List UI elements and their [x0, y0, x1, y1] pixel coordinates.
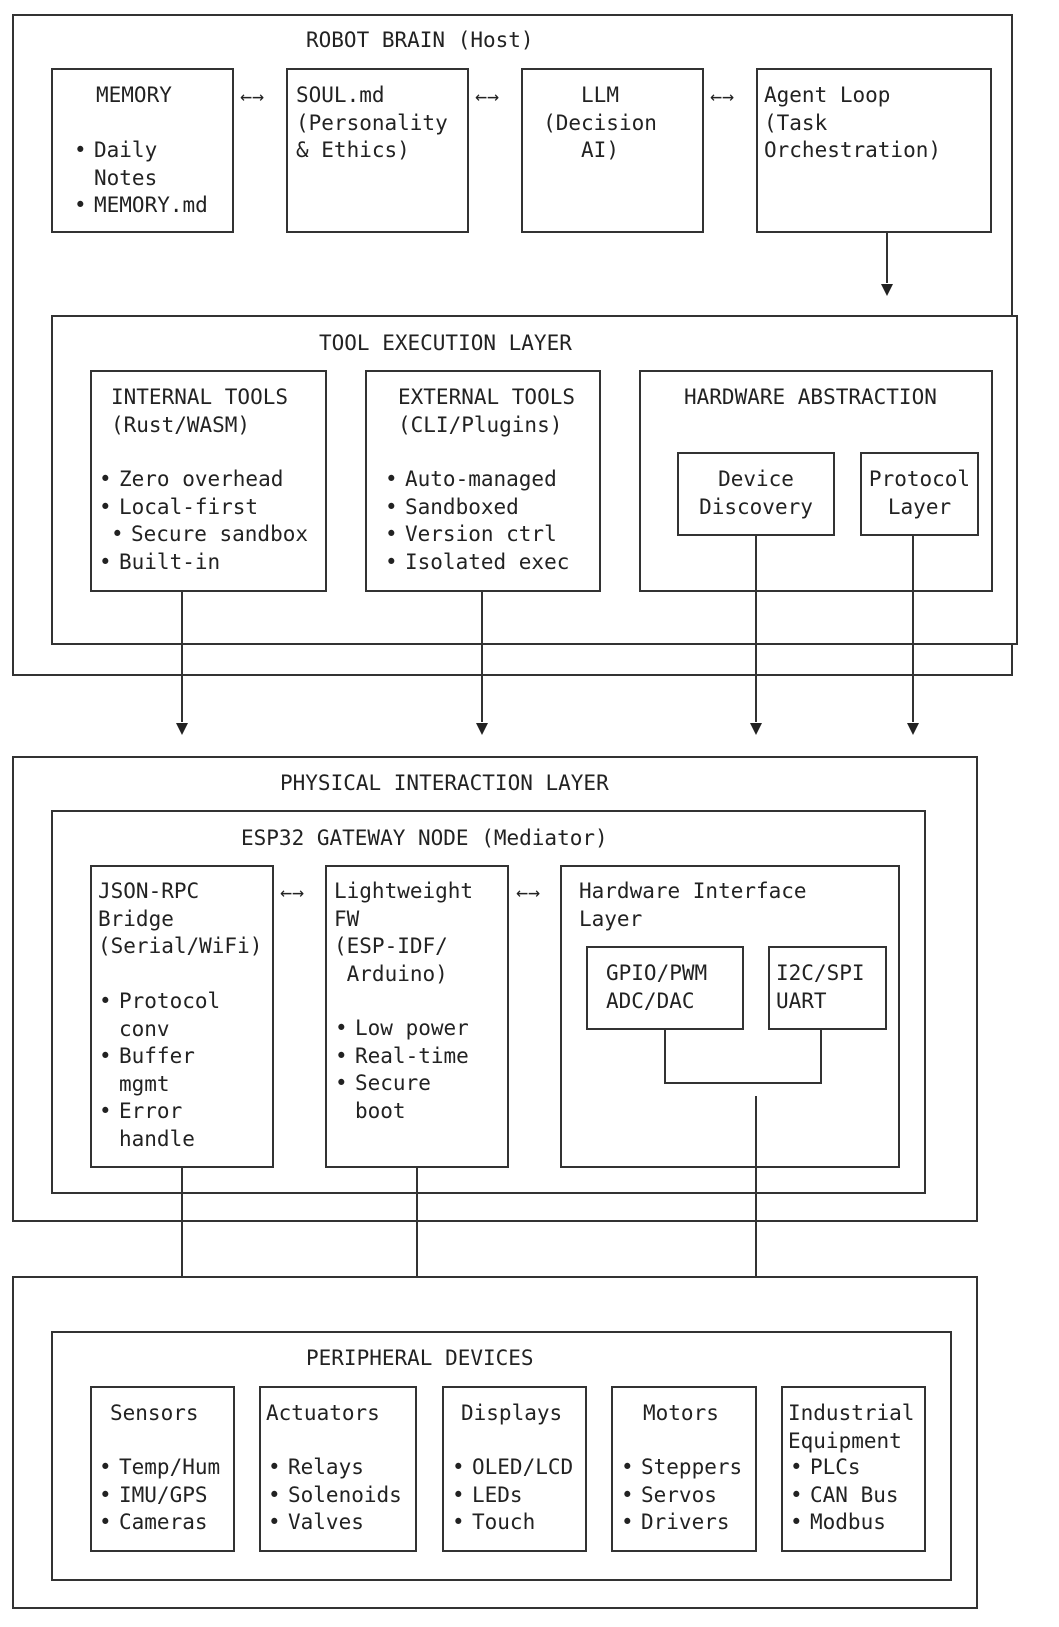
esp32-gateway-title: ESP32 GATEWAY NODE (Mediator) [241, 826, 608, 850]
firmware-item: Secure boot [331, 1070, 469, 1125]
connector-line [886, 233, 888, 283]
display-item: OLED/LCD [448, 1454, 573, 1482]
firmware-item: Low power [331, 1015, 469, 1043]
bidirectional-arrow-icon: ←→ [516, 880, 541, 904]
gpio-pwm-box [586, 946, 744, 1030]
memory-item: Daily Notes [70, 137, 208, 192]
memory-title: MEMORY [96, 83, 172, 107]
gpio-pwm-label: GPIO/PWM ADC/DAC [606, 961, 708, 1013]
physical-interaction-title: PHYSICAL INTERACTION LAYER [280, 771, 609, 795]
json-rpc-item: Error handle [95, 1098, 220, 1153]
agent-loop-title: Agent Loop (Task Orchestration) [764, 83, 942, 162]
sensor-item: Cameras [95, 1509, 220, 1537]
internal-tool-item: Local-first [95, 494, 296, 522]
external-tools-list: Auto-managed Sandboxed Version ctrl Isol… [381, 466, 569, 576]
tool-execution-title: TOOL EXECUTION LAYER [319, 331, 572, 355]
connector-line [664, 1082, 822, 1084]
peripheral-devices-title: PERIPHERAL DEVICES [306, 1346, 534, 1370]
json-rpc-bridge-title: JSON-RPC Bridge (Serial/WiFi) [98, 879, 263, 958]
i2c-spi-box [768, 946, 887, 1030]
displays-title: Displays [461, 1401, 563, 1425]
protocol-layer-box [860, 452, 979, 536]
protocol-layer-label: Protocol Layer [868, 467, 971, 519]
external-tool-item: Sandboxed [381, 494, 569, 522]
actuator-item: Valves [264, 1509, 402, 1537]
motors-list: Steppers Servos Drivers [617, 1454, 742, 1537]
industrial-item: CAN Bus [786, 1482, 899, 1510]
robot-brain-title: ROBOT BRAIN (Host) [306, 28, 534, 52]
motor-item: Drivers [617, 1509, 742, 1537]
internal-tools-list: Zero overhead Local-first Secure sandbox… [95, 466, 308, 577]
sensors-title: Sensors [110, 1401, 199, 1425]
actuators-title: Actuators [266, 1401, 380, 1425]
soul-box [286, 68, 469, 233]
arrow-down-icon [907, 723, 919, 735]
bidirectional-arrow-icon: ←→ [280, 880, 305, 904]
connector-line [755, 1096, 757, 1294]
device-discovery-box [677, 452, 835, 536]
internal-tool-item: Secure sandbox [107, 521, 308, 549]
actuator-item: Relays [264, 1454, 402, 1482]
displays-list: OLED/LCD LEDs Touch [448, 1454, 573, 1537]
memory-item: MEMORY.md [70, 192, 208, 220]
json-rpc-item: Buffer mgmt [95, 1043, 220, 1098]
connector-line [820, 1030, 822, 1084]
actuator-item: Solenoids [264, 1482, 402, 1510]
i2c-spi-label: I2C/SPI UART [776, 961, 865, 1013]
json-rpc-bridge-list: Protocol conv Buffer mgmt Error handle [95, 988, 220, 1153]
connector-line [181, 1168, 183, 1294]
sensors-list: Temp/Hum IMU/GPS Cameras [95, 1454, 220, 1537]
external-tool-item: Isolated exec [381, 549, 569, 577]
memory-list: Daily Notes MEMORY.md [70, 137, 208, 220]
motor-item: Steppers [617, 1454, 742, 1482]
arrow-down-icon [881, 284, 893, 296]
firmware-item: Real-time [331, 1043, 469, 1071]
motors-title: Motors [643, 1401, 719, 1425]
bidirectional-arrow-icon: ←→ [240, 84, 265, 108]
connector-line [912, 536, 914, 722]
connector-line [181, 592, 183, 722]
display-item: LEDs [448, 1482, 573, 1510]
agent-loop-box [756, 68, 992, 233]
device-discovery-label: Device Discovery [699, 467, 813, 519]
json-rpc-item: Protocol conv [95, 988, 220, 1043]
arrow-down-icon [176, 723, 188, 735]
external-tool-item: Auto-managed [381, 466, 569, 494]
arrow-down-icon [476, 723, 488, 735]
soul-title: SOUL.md (Personality & Ethics) [296, 83, 448, 162]
hardware-interface-title: Hardware Interface Layer [579, 879, 807, 931]
llm-box [521, 68, 704, 233]
industrial-equipment-list: PLCs CAN Bus Modbus [786, 1454, 899, 1537]
motor-item: Servos [617, 1482, 742, 1510]
display-item: Touch [448, 1509, 573, 1537]
external-tools-title: EXTERNAL TOOLS (CLI/Plugins) [398, 385, 576, 437]
internal-tools-title: INTERNAL TOOLS (Rust/WASM) [111, 385, 289, 437]
actuators-list: Relays Solenoids Valves [264, 1454, 402, 1537]
lightweight-fw-list: Low power Real-time Secure boot [331, 1015, 469, 1125]
sensor-item: IMU/GPS [95, 1482, 220, 1510]
external-tool-item: Version ctrl [381, 521, 569, 549]
connector-line [755, 536, 757, 722]
industrial-item: Modbus [786, 1509, 899, 1537]
sensor-item: Temp/Hum [95, 1454, 220, 1482]
lightweight-fw-title: Lightweight FW (ESP-IDF/ Arduino) [334, 879, 474, 986]
arrow-down-icon [750, 723, 762, 735]
bidirectional-arrow-icon: ←→ [710, 84, 735, 108]
industrial-equipment-title: Industrial Equipment [788, 1401, 915, 1453]
llm-title: LLM (Decision AI) [543, 83, 657, 162]
hardware-abstraction-title: HARDWARE ABSTRACTION [684, 385, 937, 409]
connector-line [664, 1030, 666, 1084]
bidirectional-arrow-icon: ←→ [475, 84, 500, 108]
internal-tool-item: Built-in [95, 549, 296, 577]
industrial-item: PLCs [786, 1454, 899, 1482]
connector-line [416, 1168, 418, 1294]
connector-line [481, 592, 483, 722]
internal-tool-item: Zero overhead [95, 466, 296, 494]
